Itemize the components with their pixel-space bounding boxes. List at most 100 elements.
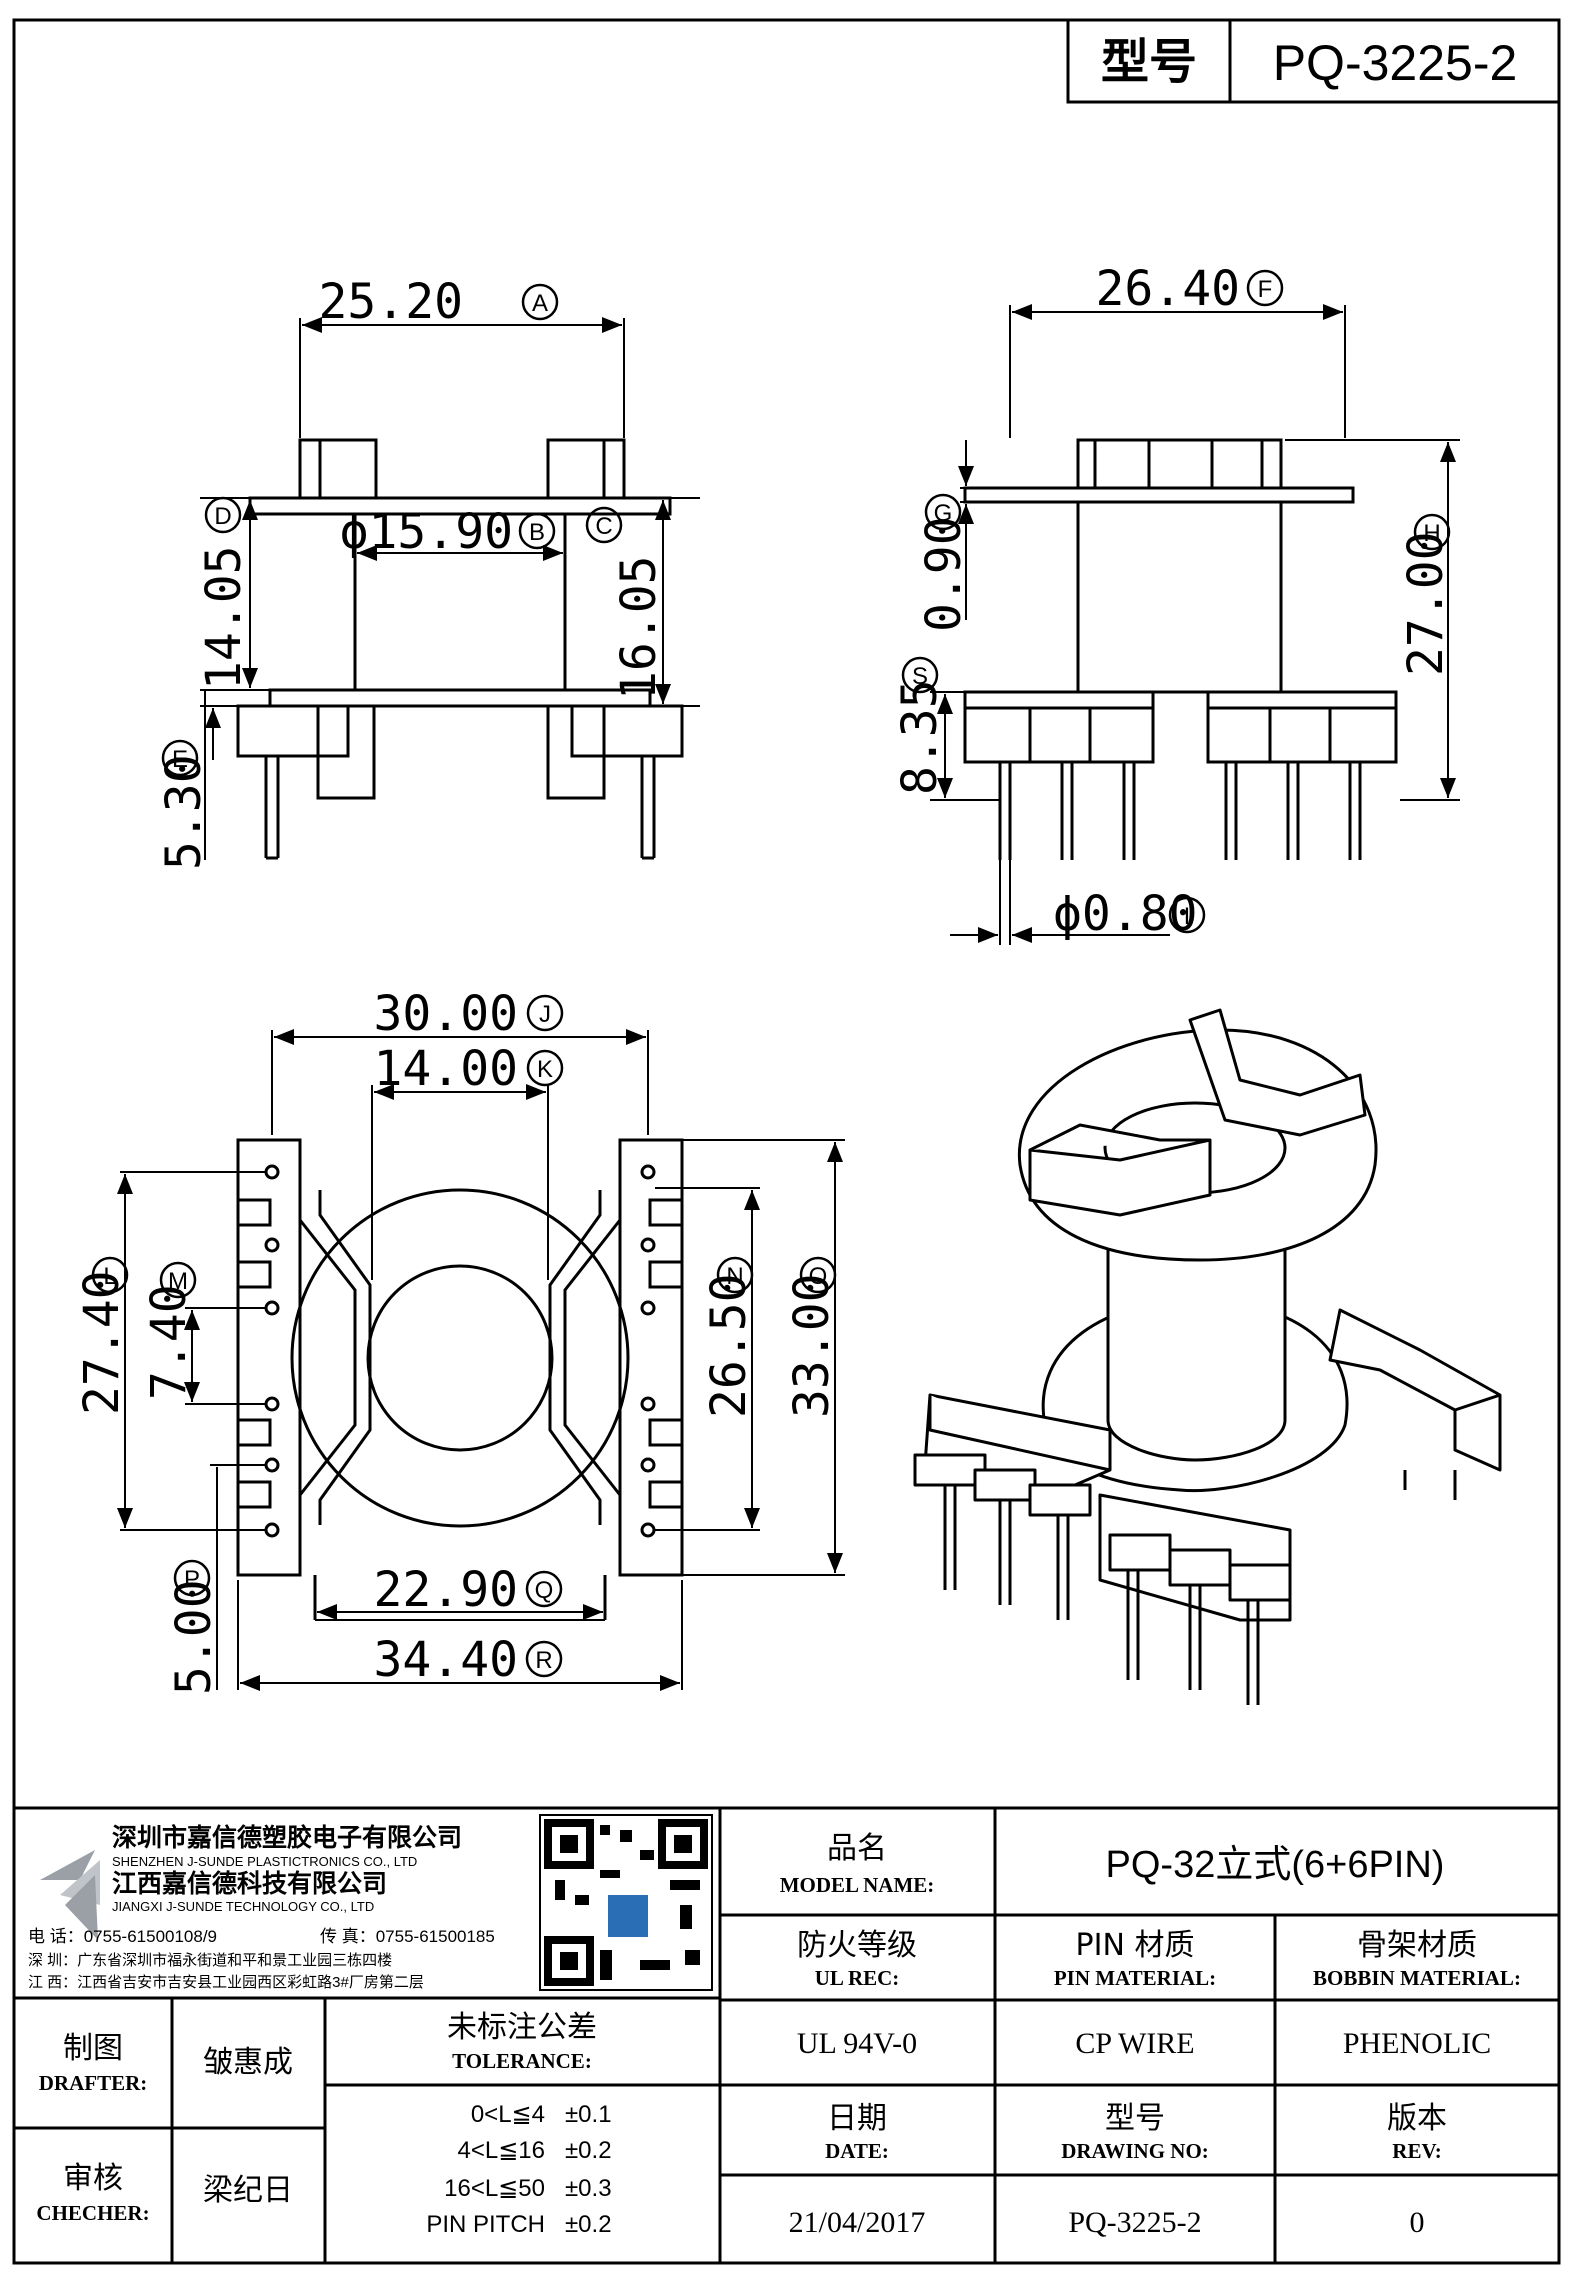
header-model-value: PQ-3225-2 bbox=[1273, 35, 1518, 91]
dim-R-tag: R bbox=[535, 1647, 552, 1674]
tolerance-range-3: 16<L≦50 bbox=[444, 2175, 545, 2202]
dim-E-value: 5.30 bbox=[156, 754, 212, 870]
company-name-jx: 江西嘉信德科技有限公司 bbox=[112, 1869, 387, 1898]
ul-en: UL REC: bbox=[815, 1966, 900, 1990]
dim-L-tag: L bbox=[103, 1263, 116, 1290]
dim-A-value: 25.20 bbox=[319, 274, 464, 330]
model-name-en: MODEL NAME: bbox=[780, 1873, 935, 1897]
dim-P-tag: P bbox=[184, 1566, 200, 1593]
company-logo bbox=[40, 1850, 100, 1940]
dim-Q-tag: Q bbox=[535, 1577, 554, 1604]
dim-Q-tag-circle bbox=[525, 1570, 563, 1608]
dim-M-tag-circle bbox=[159, 1261, 197, 1299]
company-name-sz-en: SHENZHEN J-SUNDE PLASTICTRONICS CO., LTD bbox=[112, 1854, 417, 1869]
dim-J-value: 30.00 bbox=[374, 986, 519, 1042]
tolerance-value-3: ±0.3 bbox=[565, 2175, 612, 2202]
rev-en: REV: bbox=[1392, 2139, 1441, 2163]
qr-code bbox=[539, 1814, 713, 1991]
dim-R-value: 34.40 bbox=[374, 1632, 519, 1688]
dim-H-value: 27.00 bbox=[1398, 532, 1454, 677]
qr-center-logo bbox=[608, 1895, 648, 1937]
dim-P-tag-circle bbox=[173, 1559, 211, 1597]
dim-S-value: 8.35 bbox=[892, 679, 948, 795]
company-fax: 传 真：0755-61500185 bbox=[320, 1927, 495, 1946]
dim-O-tag-circle bbox=[799, 1256, 837, 1294]
front-view-dims bbox=[200, 317, 700, 860]
dim-O-value: 33.00 bbox=[784, 1274, 840, 1419]
logo-shape bbox=[40, 1850, 95, 1880]
date-cn: 日期 bbox=[827, 2101, 887, 2136]
front-view bbox=[236, 438, 684, 860]
dim-G-tag-circle bbox=[924, 493, 962, 531]
ul-cn: 防火等级 bbox=[797, 1928, 917, 1963]
company-name-jx-en: JIANGXI J-SUNDE TECHNOLOGY CO., LTD bbox=[112, 1899, 374, 1914]
dim-N-value: 26.50 bbox=[701, 1274, 757, 1419]
header-model-label: 型号 bbox=[1101, 36, 1197, 89]
title-block-text: 品名 MODEL NAME: PQ-32立式(6+6PIN) 防火等级 UL R… bbox=[36, 1831, 1521, 2239]
dim-C-tag: C bbox=[595, 513, 612, 540]
dim-O-tag: O bbox=[809, 1263, 828, 1290]
drafter-value: 皱惠成 bbox=[203, 2045, 293, 2080]
drawing-no-value: PQ-3225-2 bbox=[1068, 2206, 1201, 2239]
bottom-view-dims bbox=[117, 1029, 845, 1691]
side-view-dim-labels: 26.40 F G 0.90 H 27.00 S 8.35 ϕ0.80 I bbox=[892, 261, 1454, 942]
dim-H-tag: H bbox=[1423, 520, 1440, 547]
checker-value: 梁纪日 bbox=[203, 2173, 293, 2208]
dim-G-value: 0.90 bbox=[916, 516, 972, 632]
title-block bbox=[14, 1806, 1559, 2263]
dim-C-tag-circle bbox=[585, 506, 623, 544]
company-info: 深圳市嘉信德塑胶电子有限公司 SHENZHEN J-SUNDE PLASTICT… bbox=[28, 1823, 495, 1991]
front-view-dim-labels: 25.20 A ϕ15.90 B C 16.05 D 14.05 E 5.30 bbox=[156, 274, 667, 870]
dim-J-tag-circle bbox=[526, 994, 564, 1032]
bottom-view-dim-labels: 30.00 J 14.00 K L 27.40 M 7.40 N 26.50 O… bbox=[74, 986, 840, 1695]
bobbin-material-en: BOBBIN MATERIAL: bbox=[1313, 1966, 1521, 1990]
dim-M-tag: M bbox=[168, 1268, 188, 1295]
company-addr-sz: 深 圳：广东省深圳市福永街道和平和景工业园三栋四楼 bbox=[28, 1951, 392, 1969]
dim-L-tag-circle bbox=[91, 1256, 129, 1294]
dim-B-value: ϕ15.90 bbox=[340, 504, 513, 560]
rev-cn: 版本 bbox=[1387, 2101, 1447, 2136]
dim-I-tag: I bbox=[1184, 903, 1191, 930]
tolerance-value-1: ±0.1 bbox=[565, 2101, 612, 2128]
tolerance-cn: 未标注公差 bbox=[447, 2010, 597, 2045]
tolerance-range-2: 4<L≦16 bbox=[457, 2137, 545, 2164]
dim-M-value: 7.40 bbox=[141, 1284, 197, 1400]
dim-Q-value: 22.90 bbox=[374, 1562, 519, 1618]
dim-F-value: 26.40 bbox=[1096, 261, 1241, 317]
checker-en: CHECHER: bbox=[36, 2201, 149, 2225]
drawing-no-cn: 型号 bbox=[1105, 2101, 1165, 2136]
drawing-no-en: DRAWING NO: bbox=[1061, 2139, 1209, 2163]
company-name-sz: 深圳市嘉信德塑胶电子有限公司 bbox=[112, 1823, 462, 1852]
logo-shape-3 bbox=[65, 1875, 98, 1940]
ul-value: UL 94V-0 bbox=[797, 2027, 917, 2060]
model-name-cn: 品名 bbox=[827, 1831, 887, 1866]
pin-material-cn: PIN 材质 bbox=[1076, 1928, 1195, 1963]
sheet-border bbox=[12, 18, 1561, 2265]
tolerance-range-4: PIN PITCH bbox=[426, 2211, 545, 2238]
dim-I-value: ϕ0.80 bbox=[1053, 886, 1198, 942]
isometric-view bbox=[913, 1008, 1502, 1705]
dim-A-tag-circle bbox=[521, 283, 559, 321]
checker-cn: 审核 bbox=[63, 2161, 123, 2196]
dim-F-tag: F bbox=[1258, 276, 1273, 303]
dim-B-tag: B bbox=[529, 519, 545, 546]
header-model-box: 型号 PQ-3225-2 bbox=[1066, 18, 1561, 104]
company-tel: 电 话：0755-61500108/9 bbox=[28, 1927, 217, 1946]
tolerance-en: TOLERANCE: bbox=[452, 2049, 592, 2073]
dim-B-tag-circle bbox=[518, 512, 556, 550]
dim-H-tag-circle bbox=[1413, 513, 1451, 551]
dim-R-tag-circle bbox=[525, 1640, 563, 1678]
model-name-value: PQ-32立式(6+6PIN) bbox=[1106, 1844, 1445, 1886]
dim-K-tag-circle bbox=[526, 1049, 564, 1087]
drafter-cn: 制图 bbox=[63, 2031, 123, 2066]
dim-K-value: 14.00 bbox=[374, 1041, 519, 1097]
bobbin-material-value: PHENOLIC bbox=[1343, 2027, 1491, 2060]
dim-S-tag-circle bbox=[901, 656, 939, 694]
dim-E-tag-circle bbox=[161, 739, 199, 777]
bottom-view bbox=[236, 1138, 684, 1620]
tolerance-value-2: ±0.2 bbox=[565, 2137, 612, 2164]
dim-S-tag: S bbox=[912, 663, 928, 690]
side-view-dims bbox=[930, 304, 1460, 945]
tolerance-range-1: 0<L≦4 bbox=[471, 2101, 545, 2128]
